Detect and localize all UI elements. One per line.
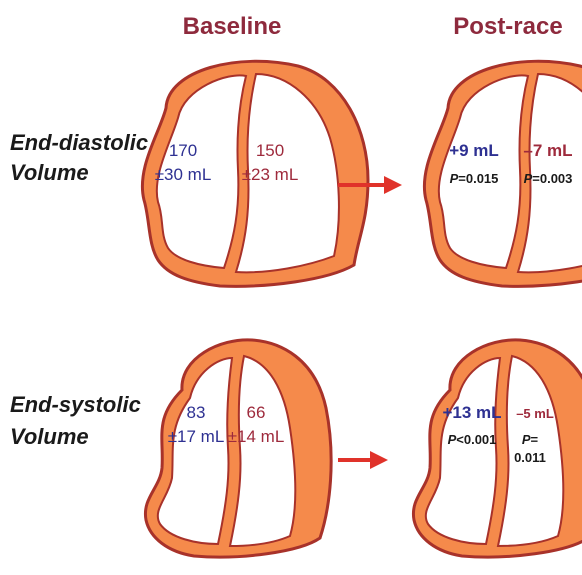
baseline-systolic-rv-sd: ±14 mL [228, 427, 285, 446]
baseline-header: Baseline [183, 13, 282, 40]
post-race-header: Post-race [453, 13, 562, 40]
post-race-systolic-rv-change: –5 mL [516, 406, 554, 421]
baseline-systolic-heart [145, 340, 331, 557]
end-diastolic-label: End-diastolic [10, 130, 148, 155]
p-value: = [531, 432, 539, 447]
post-race-systolic-rv-p: P= [522, 432, 539, 447]
baseline-diastolic-rv-sd: ±23 mL [242, 165, 299, 184]
post-race-systolic-lv-change: +13 mL [442, 403, 501, 422]
p-value: =0.015 [458, 171, 498, 186]
end-systolic-volume-label: Volume [10, 424, 89, 449]
post-race-diastolic-lv-change: +9 mL [449, 141, 499, 160]
end-systolic-label: End-systolic [10, 392, 141, 417]
p-label: P [524, 171, 533, 186]
baseline-systolic-rv-value: 66 [247, 403, 266, 422]
post-race-systolic-lv-p: P<0.001 [448, 432, 497, 447]
right-arrow-icon [338, 451, 388, 469]
post-race-diastolic-rv-change: –7 mL [523, 141, 572, 160]
post-race-diastolic-lv-p: P=0.015 [450, 171, 499, 186]
baseline-diastolic-rv-value: 150 [256, 141, 284, 160]
p-label: P [448, 432, 457, 447]
p-label: P [450, 171, 459, 186]
post-race-systolic-heart [413, 340, 582, 557]
post-race-diastolic-rv-p: P=0.003 [524, 171, 573, 186]
p-value: =0.003 [532, 171, 572, 186]
p-label: P [522, 432, 531, 447]
baseline-systolic-lv-value: 83 [187, 403, 206, 422]
baseline-diastolic-lv-sd: ±30 mL [155, 165, 212, 184]
end-diastolic-volume-label: Volume [10, 160, 89, 185]
baseline-diastolic-lv-value: 170 [169, 141, 197, 160]
post-race-systolic-rv-p-value: 0.011 [514, 450, 546, 465]
baseline-systolic-lv-sd: ±17 mL [168, 427, 225, 446]
p-value: <0.001 [456, 432, 496, 447]
